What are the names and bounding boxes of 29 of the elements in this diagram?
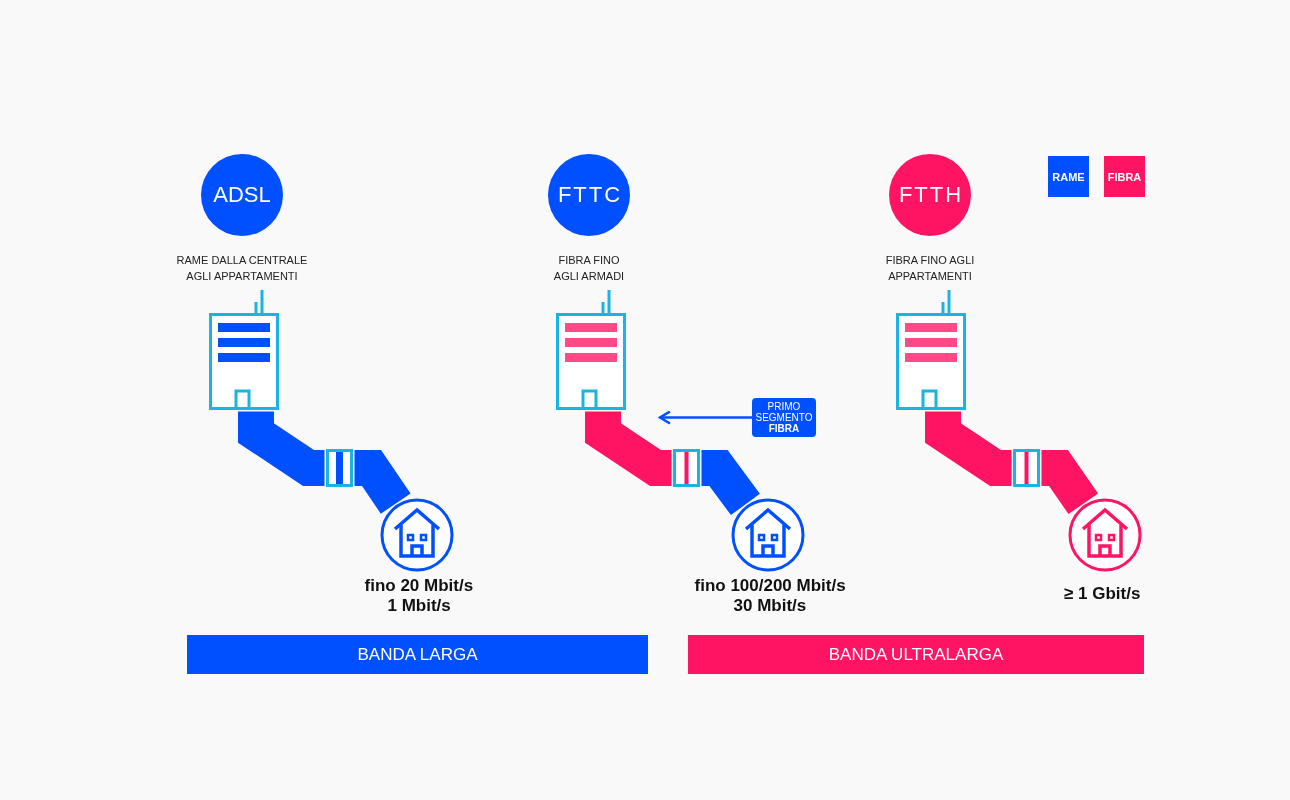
speed-text: 1 Mbit/s — [387, 596, 451, 616]
building-icon — [896, 288, 966, 410]
building-icon — [209, 288, 279, 410]
arrow — [658, 410, 752, 425]
house-icon — [380, 498, 454, 572]
cabinet-icon — [1013, 449, 1040, 487]
legend-swatch: RAME — [1048, 156, 1089, 197]
cabinet-icon — [673, 449, 700, 487]
cabinet-icon — [326, 449, 353, 487]
cable-band — [238, 411, 327, 486]
house-icon — [731, 498, 805, 572]
technology-badge: ADSL — [201, 154, 283, 236]
cable-band — [925, 411, 1014, 486]
category-bar: BANDA LARGA — [187, 635, 648, 674]
technology-badge: FTTC — [548, 154, 630, 236]
description-text: FIBRA FINO AGLI ARMADI — [553, 253, 625, 284]
speed-text: fino 20 Mbit/s — [364, 576, 474, 596]
building-icon — [556, 288, 626, 410]
category-bar: BANDA ULTRALARGA — [688, 635, 1144, 674]
speed-text: fino 100/200 Mbit/s — [694, 576, 846, 596]
house-icon — [1068, 498, 1142, 572]
legend-swatch: FIBRA — [1104, 156, 1145, 197]
technology-badge: FTTH — [889, 154, 971, 236]
speed-text: ≥ 1 Gbit/s — [1064, 584, 1141, 604]
description-text: RAME DALLA CENTRALE AGLI APPARTAMENTI — [176, 253, 308, 284]
cable-band — [585, 411, 674, 486]
description-text: FIBRA FINO AGLI APPARTAMENTI — [885, 253, 975, 284]
speed-text: 30 Mbit/s — [733, 596, 807, 616]
note-box: PRIMO SEGMENTO FIBRA — [752, 398, 816, 437]
